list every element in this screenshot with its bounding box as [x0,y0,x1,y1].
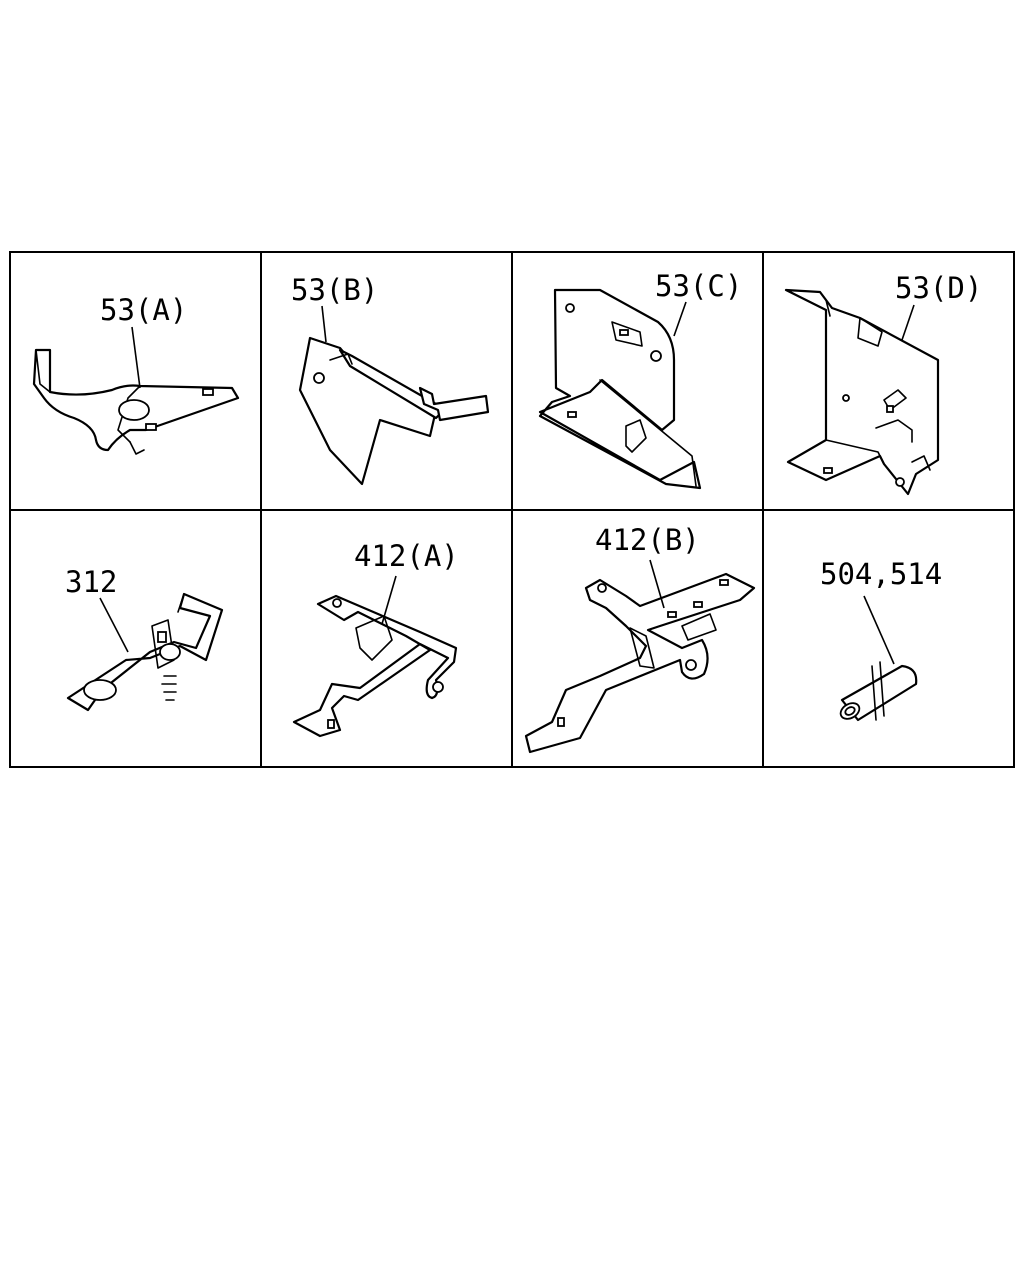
parts-grid [9,251,1015,768]
callout-53c: 53(C) [655,269,742,303]
callout-504-514: 504,514 [820,557,942,591]
tube-504-514-drawing [839,661,918,722]
leader-53d [901,304,915,341]
bracket-53d-drawing [784,288,940,496]
cell-412a: 412(A) [292,539,459,738]
cell-53d: 53(D) [784,271,982,496]
cell-53c: 53(C) [538,269,742,490]
cell-504-514: 504,514 [820,557,942,722]
cell-412b: 412(B) [524,523,756,754]
bracket-312-drawing [66,592,224,712]
leader-412b [649,559,665,609]
bracket-412b-drawing [524,572,756,754]
bracket-53c-drawing [538,288,702,490]
leader-504-514 [863,595,895,665]
cell-53a: 53(A) [32,293,240,455]
bracket-412a-drawing [292,594,458,738]
leader-312 [99,597,129,653]
callout-312: 312 [65,565,117,599]
bracket-53a-drawing [32,348,240,455]
cell-53b: 53(B) [291,273,490,486]
cell-312: 312 [65,565,224,712]
callout-412a: 412(A) [354,539,459,573]
leader-53b [321,305,327,343]
leader-53a [131,326,141,389]
callout-53d: 53(D) [895,271,982,305]
callout-53a: 53(A) [100,293,187,327]
callout-53b: 53(B) [291,273,378,307]
leader-412a [381,575,397,625]
leader-53c [673,301,687,337]
callout-412b: 412(B) [595,523,700,557]
bracket-53b-drawing [298,336,490,486]
